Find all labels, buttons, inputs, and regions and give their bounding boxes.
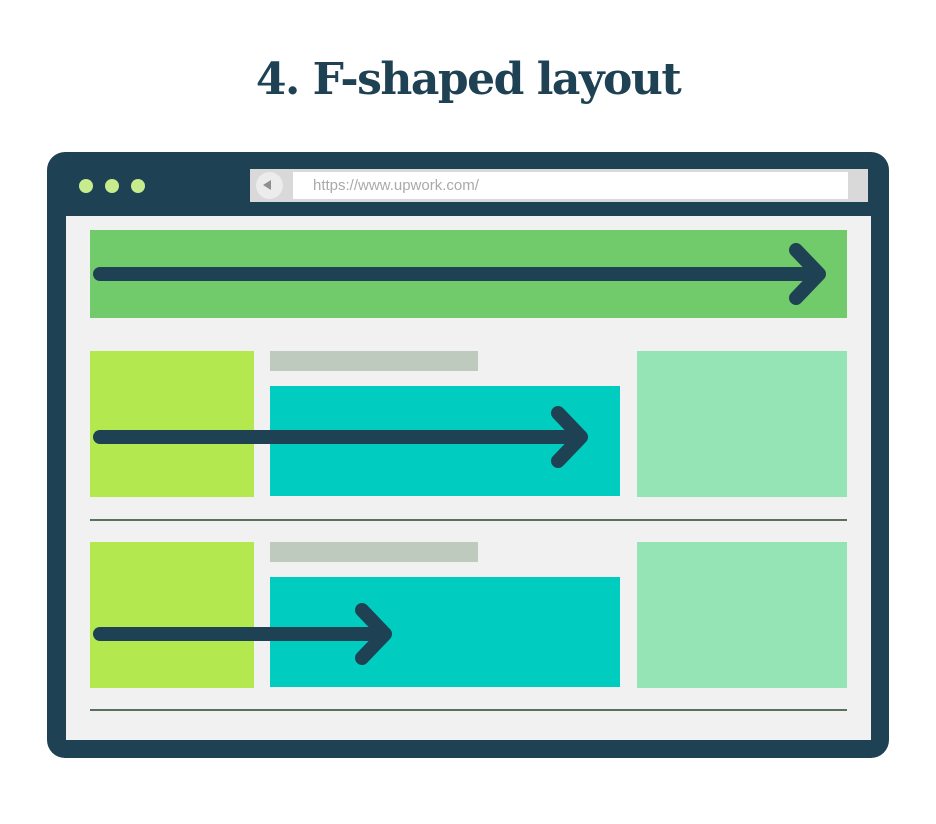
caption-bar xyxy=(270,542,478,562)
scan-arrows xyxy=(93,243,826,665)
back-arrow-icon xyxy=(263,180,271,190)
right-arrow-icon xyxy=(93,603,392,665)
aside-block xyxy=(637,542,847,688)
right-arrow-icon xyxy=(93,406,588,468)
row-divider xyxy=(90,709,847,711)
browser-window: https://www.upwork.com/ xyxy=(47,152,889,758)
sidebar-block xyxy=(90,351,254,497)
url-text: https://www.upwork.com/ xyxy=(313,177,479,194)
page-title: 4. F-shaped layout xyxy=(255,54,682,105)
back-button[interactable] xyxy=(256,172,283,199)
window-dot-icon[interactable] xyxy=(131,179,145,193)
address-bar: https://www.upwork.com/ xyxy=(250,169,868,202)
row-divider xyxy=(90,519,847,521)
window-dot-icon[interactable] xyxy=(105,179,119,193)
sidebar-block xyxy=(90,542,254,688)
aside-block xyxy=(637,351,847,497)
url-field[interactable]: https://www.upwork.com/ xyxy=(293,172,848,199)
caption-bar xyxy=(270,351,478,371)
window-dot-icon[interactable] xyxy=(79,179,93,193)
page-viewport xyxy=(66,216,871,740)
right-arrow-icon xyxy=(93,243,826,305)
